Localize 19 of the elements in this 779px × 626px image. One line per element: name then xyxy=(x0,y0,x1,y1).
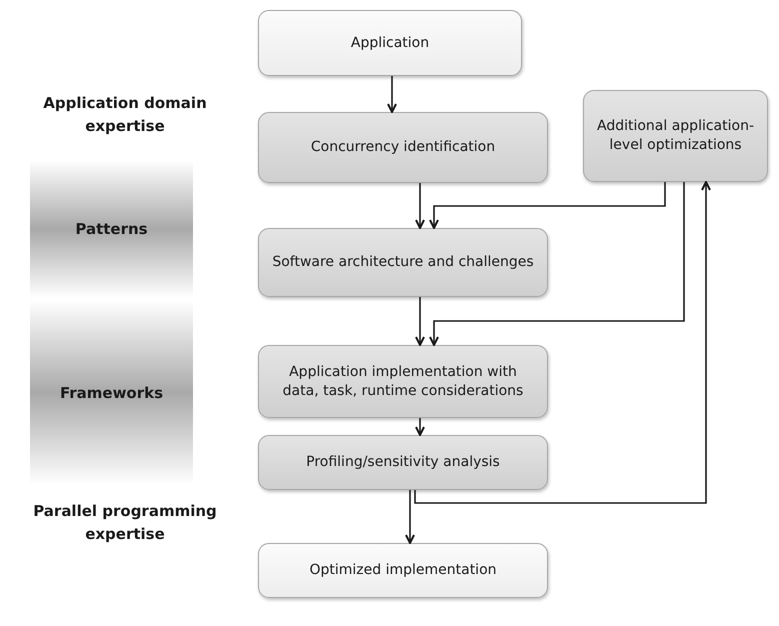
arrow xyxy=(387,76,397,113)
arrow xyxy=(415,297,425,346)
arrow xyxy=(429,182,666,229)
process-box: Concurrency identification xyxy=(258,112,548,183)
process-box: Application implementation with data, task, runtime considerations xyxy=(258,345,548,418)
arrow xyxy=(414,181,711,504)
arrow xyxy=(415,183,425,229)
arrow xyxy=(429,182,685,346)
arrow xyxy=(415,418,425,436)
process-box: Profiling/sensitivity analysis xyxy=(258,435,548,490)
band-label: Patterns xyxy=(75,220,148,238)
band-label: Frameworks xyxy=(60,384,164,402)
process-box: Additional application-level optimizations xyxy=(583,90,768,182)
process-box: Software architecture and challenges xyxy=(258,228,548,297)
expertise-label: Application domain expertise xyxy=(42,93,208,138)
arrow xyxy=(405,490,415,544)
process-box: Optimized implementation xyxy=(258,543,548,598)
expertise-label: Parallel programming expertise xyxy=(32,501,218,546)
process-box: Application xyxy=(258,10,522,76)
